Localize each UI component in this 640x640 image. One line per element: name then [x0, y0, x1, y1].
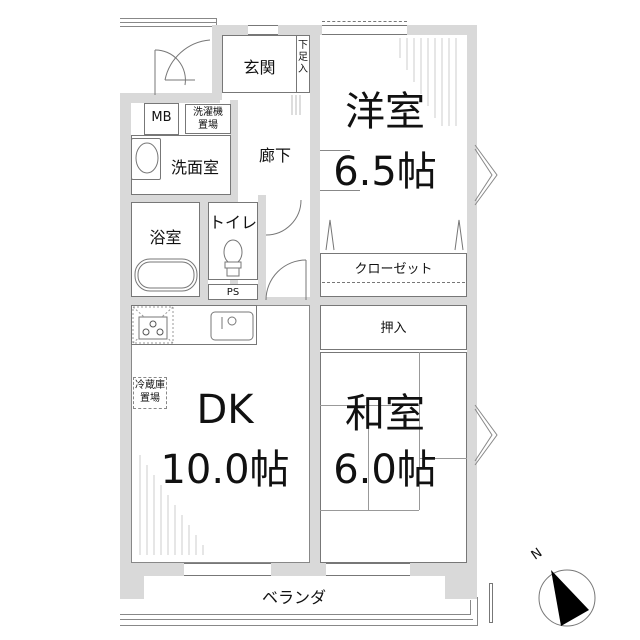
- interior-wall: [131, 195, 231, 202]
- floor-hatch: [139, 455, 204, 555]
- railing-line: [120, 625, 477, 626]
- exterior-wall-bottom: [120, 563, 477, 576]
- window: [248, 25, 278, 35]
- washroom-label: 洗面室: [170, 158, 219, 177]
- kitchen-sink-icon: [210, 311, 254, 341]
- japanese-room: [320, 352, 467, 563]
- stove-icon: [132, 306, 174, 344]
- closet-label: クローゼット: [354, 262, 433, 277]
- interior-wall: [230, 100, 238, 300]
- railing-line: [120, 22, 216, 23]
- railing-line: [470, 600, 471, 615]
- hallway-label: 廊下: [258, 146, 291, 165]
- railing-line: [120, 26, 216, 27]
- exterior-wall-left: [120, 93, 131, 573]
- shoe-storage: [296, 35, 310, 93]
- door-line: [320, 190, 360, 191]
- fridge-space: [133, 377, 167, 409]
- ps-label: PS: [226, 287, 240, 298]
- front-door-swing: [154, 39, 211, 95]
- toilet-label: トイレ: [208, 213, 257, 232]
- bay-window: [474, 404, 498, 466]
- wall: [212, 25, 222, 100]
- window: [326, 563, 410, 576]
- window: [184, 563, 271, 576]
- door-swing: [265, 199, 302, 236]
- washer-label-1: 洗濯機: [193, 107, 223, 118]
- compass-icon: [538, 569, 596, 627]
- fridge-label-2: 置場: [140, 393, 160, 404]
- western-room-name: 洋室: [345, 89, 425, 135]
- railing-line: [120, 614, 470, 615]
- interior-wall: [258, 195, 266, 300]
- tatami-line: [368, 405, 369, 510]
- washer-label-2: 置場: [198, 120, 218, 131]
- oshiire: [320, 305, 467, 350]
- closet-doors: [325, 219, 464, 251]
- stair-hatch: [291, 95, 301, 115]
- tatami-line: [320, 405, 419, 406]
- closet-rod: [322, 282, 465, 283]
- bathtub-icon: [134, 258, 198, 292]
- wall: [120, 563, 144, 599]
- tatami-line: [419, 458, 467, 459]
- entrance-label: 玄関: [243, 58, 276, 77]
- railing-line: [120, 18, 216, 19]
- interior-wall: [120, 297, 477, 305]
- interior-wall: [200, 195, 208, 300]
- oshiire-label: 押入: [380, 321, 407, 336]
- tatami-line: [320, 510, 419, 511]
- closet: [320, 253, 467, 297]
- fridge-label-1: 冷蔵庫: [135, 380, 165, 391]
- tatami-line: [419, 352, 420, 510]
- railing-line: [120, 619, 473, 620]
- toilet-icon: [223, 239, 243, 277]
- washbasin-icon: [135, 142, 159, 174]
- dk-name: DK: [196, 387, 254, 433]
- mb-label: MB: [151, 110, 172, 125]
- railing-line: [477, 597, 478, 626]
- door-line: [320, 150, 350, 151]
- wall: [120, 93, 220, 103]
- window-line: [322, 21, 407, 22]
- shoe-storage-label: 下足入: [298, 40, 308, 75]
- dk-size: 10.0帖: [160, 447, 290, 493]
- mb-closet: [144, 103, 179, 135]
- japanese-room-size: 6.0帖: [333, 447, 437, 493]
- japanese-room-name: 和室: [345, 391, 425, 437]
- bathroom-label: 浴室: [149, 228, 182, 247]
- door-swing: [265, 259, 307, 301]
- railing-post: [489, 583, 493, 623]
- washer-space: [185, 104, 231, 134]
- ps-shaft: [208, 284, 258, 300]
- floor-hatch: [399, 38, 457, 126]
- entrance-room: [222, 35, 297, 93]
- wall: [445, 563, 477, 599]
- veranda-label: ベランダ: [261, 588, 326, 607]
- window: [322, 25, 407, 35]
- western-room-size: 6.5帖: [333, 149, 437, 195]
- railing-line: [216, 18, 217, 27]
- bay-window: [474, 144, 498, 206]
